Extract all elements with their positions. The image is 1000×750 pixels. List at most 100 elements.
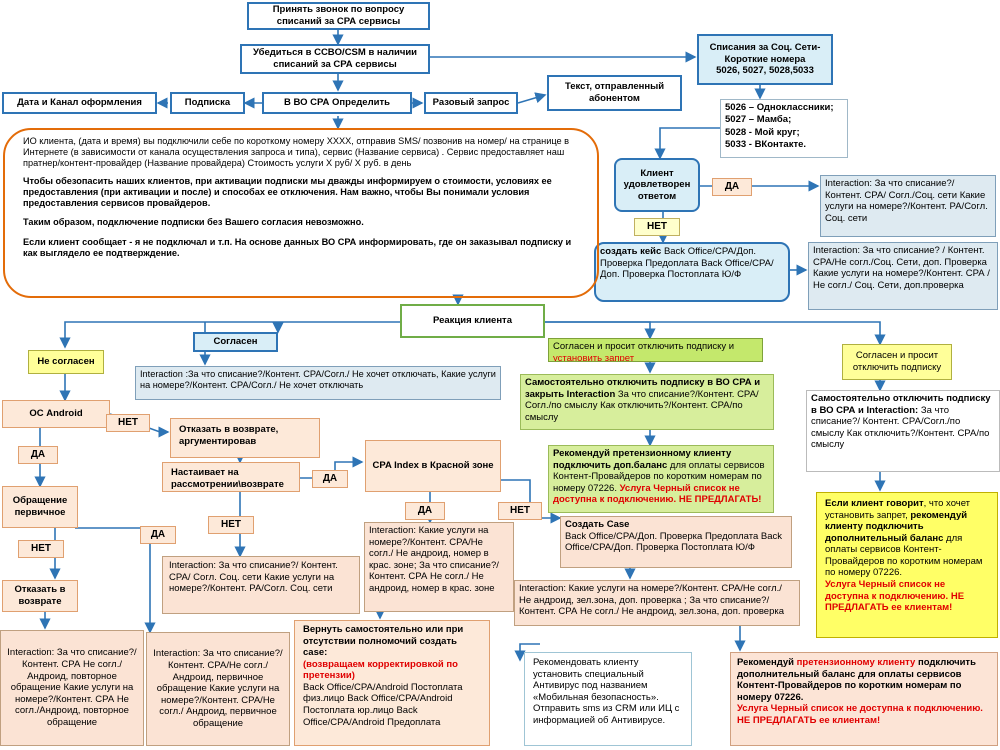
social-list-item: 5027 – Мамба;: [725, 114, 792, 126]
interaction-social-2-box: Interaction: За что списание? / Контент.…: [808, 242, 998, 310]
recommend-claim-2-b2: подключить дополнительный баланс для опл…: [737, 657, 976, 703]
interaction-green-zone-box: Interaction: Какие услуги на номере?/Кон…: [514, 580, 800, 626]
interaction-primary-box: Interaction: За что списание?/Контент. С…: [146, 632, 290, 746]
agree-disable-block-red: установить запрет: [553, 352, 635, 362]
no-label: НЕТ: [106, 414, 150, 432]
return-self-title: Вернуть самостоятельно или при отсутстви…: [303, 624, 464, 659]
subscription-text: Подписка: [184, 97, 231, 109]
interaction-social-text: Interaction: За что списание?/ Контент. …: [825, 178, 988, 224]
interaction-agree-box: Interaction :За что списание?/Контент. С…: [135, 366, 501, 400]
os-android-text: ОС Android: [29, 408, 83, 420]
interaction-social-2-text: Interaction: За что списание? / Контент.…: [813, 245, 990, 291]
recommend-claim-2-b: Рекомендуй: [737, 657, 797, 668]
one-time-text: Разовый запрос: [432, 97, 510, 109]
create-case-1-text: Back Office/CPA/Доп. Проверка Предоплата…: [600, 246, 774, 281]
interaction-green-zone-text: Interaction: Какие услуги на номере?/Кон…: [519, 583, 785, 618]
cpa-red-zone-box: CPA Index в Красной зоне: [365, 440, 501, 492]
antivirus-text: Рекомендовать клиенту установить специал…: [533, 657, 680, 726]
os-android-box: ОС Android: [2, 400, 110, 428]
yes-label: ДА: [405, 502, 445, 520]
recommend-claim-1-box: Рекомендуй претензионному клиенту подклю…: [548, 445, 774, 513]
insists-text: Настаивает на рассмотрении\возврате: [171, 467, 284, 490]
yes-label: ДА: [312, 470, 348, 488]
if-client-says-warning: Услуга Черный список не доступна к подкл…: [825, 579, 965, 614]
social-list-item: 5026 – Одноклассники;: [725, 102, 834, 113]
io-para-3: Таким образом, подключение подписки без …: [23, 217, 364, 228]
recommend-claim-1-text: для оплаты сервисов Контент-Провайдеров …: [553, 459, 765, 494]
client-satisfied-box: Клиент удовлетворен ответом: [614, 158, 700, 212]
subscription-box: Подписка: [170, 92, 245, 114]
appeal-primary-box: Обращение первичное: [2, 486, 78, 528]
interaction-primary-text: Interaction: За что списание?/Контент. С…: [153, 648, 283, 729]
agree-disable-text: Согласен и просит отключить подписку: [852, 350, 942, 373]
if-client-says-b1: Если клиент говорит: [825, 498, 924, 509]
interaction-soc-3-box: Interaction: За что списание?/ Контент. …: [162, 556, 360, 614]
self-disable-2-title: Самостоятельно отключить подписку в ВО С…: [811, 393, 991, 416]
accept-call-text: Принять звонок по вопросу списаний за СР…: [272, 4, 405, 27]
social-short-title: Списания за Соц. Сети-Короткие номера: [709, 42, 821, 65]
cpa-red-zone-text: CPA Index в Красной зоне: [372, 460, 494, 472]
if-client-says-t2: для оплаты сервисов Контент-Провайдеров …: [825, 532, 983, 579]
if-client-says-box: Если клиент говорит, что хочет установит…: [816, 492, 998, 638]
social-short-box: Списания за Соц. Сети-Короткие номера 50…: [697, 34, 833, 85]
if-client-says-t1: , что хочет установить запрет,: [825, 498, 971, 521]
refuse-return-text: Отказать в возврате: [14, 584, 66, 607]
recommend-claim-2-red1: претензионному клиенту: [796, 657, 916, 668]
self-disable-2-text: За что списание?/ Контент. СРА/Согл./по …: [811, 404, 990, 451]
agree-text: Согласен: [213, 336, 258, 348]
return-self-warning: (возвращаем корректировкой по претензии): [303, 658, 458, 682]
date-channel-box: Дата и Канал оформления: [2, 92, 157, 114]
create-case-2-title: Создать Case: [565, 519, 630, 530]
disagree-box: Не согласен: [28, 350, 104, 374]
date-channel-text: Дата и Канал оформления: [17, 97, 142, 109]
agree-disable-block-text: Согласен и просит отключить подписку и: [553, 341, 735, 352]
agree-box: Согласен: [193, 332, 278, 352]
interaction-repeat-text: Interaction: За что списание?/Контент. С…: [7, 647, 137, 728]
agree-disable-box: Согласен и просит отключить подписку: [842, 344, 952, 380]
interaction-red-zone-box: Interaction: Какие услуги на номере?/Кон…: [364, 522, 514, 612]
interaction-soc-3-text: Interaction: За что списание?/ Контент. …: [169, 560, 338, 595]
create-case-1-title: создать кейс: [600, 246, 662, 257]
one-time-box: Разовый запрос: [424, 92, 518, 114]
appeal-primary-text: Обращение первичное: [12, 495, 68, 518]
verify-ccbo-text: Убедиться в CCBO/CSM в наличии списаний …: [252, 47, 418, 70]
antivirus-box: Рекомендовать клиенту установить специал…: [524, 652, 692, 746]
recommend-claim-1-warning: Услуга Черный список не доступна к подкл…: [553, 482, 762, 506]
text-sent-box: Текст, отправленный абонентом: [547, 75, 682, 111]
self-disable-1-box: Самостоятельно отключить подписку в ВО С…: [520, 374, 774, 430]
if-client-says-b2: рекомендуй клиенту подключить дополнител…: [825, 509, 968, 544]
disagree-text: Не согласен: [37, 356, 95, 368]
social-list-item: 5028 - Мой круг;: [725, 126, 800, 138]
no-label: НЕТ: [498, 502, 542, 520]
io-para-4: Если клиент сообщает - я не подключал и …: [23, 236, 572, 258]
agree-disable-block-box: Согласен и просит отключить подписку и у…: [548, 338, 763, 362]
insists-box: Настаивает на рассмотрении\возврате: [162, 462, 300, 492]
social-short-numbers: 5026, 5027, 5028,5033: [716, 65, 814, 77]
return-self-box: Вернуть самостоятельно или при отсутстви…: [294, 620, 490, 746]
create-case-2-text: Back Office/CPA/Доп. Проверка Предоплата…: [565, 530, 783, 554]
interaction-social-box: Interaction: За что списание?/ Контент. …: [820, 175, 996, 237]
refuse-arg-box: Отказать в возврате, аргументировав: [170, 418, 320, 458]
recommend-claim-2-box: Рекомендуй претензионному клиенту подклю…: [730, 652, 998, 746]
verify-ccbo-box: Убедиться в CCBO/CSM в наличии списаний …: [240, 44, 430, 74]
io-para-1: ИО клиента, (дата и время) вы подключили…: [23, 136, 570, 169]
yes-label: ДА: [18, 446, 58, 464]
create-case-1-box: создать кейс Back Office/CPA/Доп. Провер…: [594, 242, 790, 302]
interaction-red-zone-text: Interaction: Какие услуги на номере?/Кон…: [369, 525, 499, 594]
in-bo-cpa-box: В ВО СРА Определить: [262, 92, 412, 114]
no-label: НЕТ: [634, 218, 680, 236]
in-bo-cpa-text: В ВО СРА Определить: [284, 97, 390, 109]
interaction-agree-text: Interaction :За что списание?/Контент. С…: [140, 369, 496, 391]
social-list-item: 5033 - ВКонтакте.: [725, 139, 807, 151]
no-label: НЕТ: [208, 516, 254, 534]
refuse-return-box: Отказать в возврате: [2, 580, 78, 612]
client-reaction-text: Реакция клиента: [433, 315, 512, 327]
social-list-box: 5026 – Одноклассники; 5027 – Мамба; 5028…: [720, 99, 848, 158]
yes-label: ДА: [712, 178, 752, 196]
yes-label: ДА: [140, 526, 176, 544]
refuse-arg-text: Отказать в возврате, аргументировав: [179, 424, 279, 447]
client-reaction-box: Реакция клиента: [400, 304, 545, 338]
client-satisfied-text: Клиент удовлетворен ответом: [623, 167, 691, 202]
accept-call-box: Принять звонок по вопросу списаний за СР…: [247, 2, 430, 30]
io-para-2: Чтобы обезопасить наших клиентов, при ак…: [23, 175, 552, 209]
